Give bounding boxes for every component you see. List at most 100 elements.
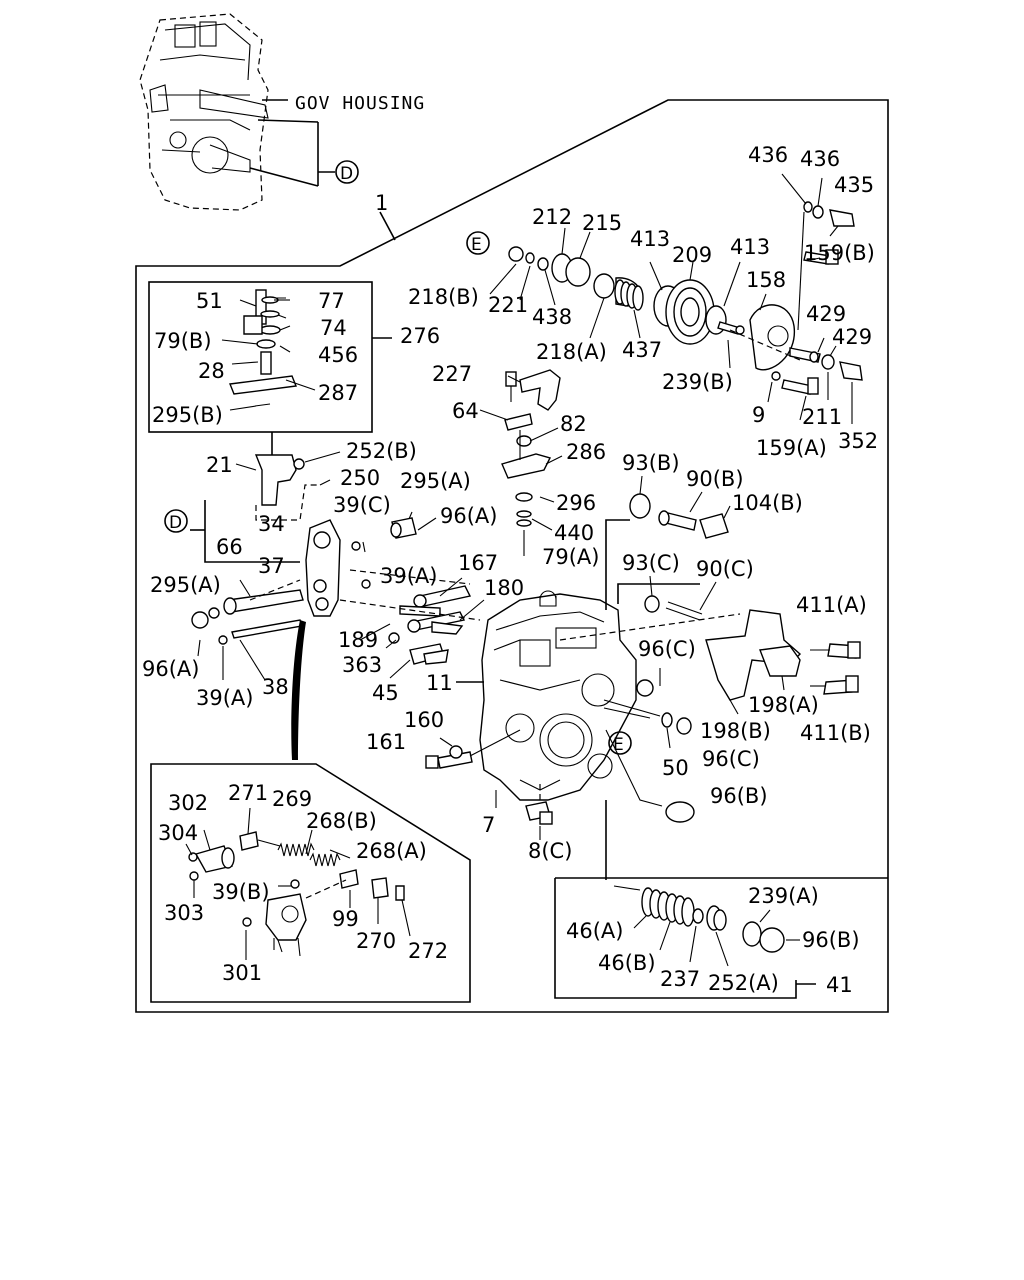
label-429a: 429: [806, 302, 846, 326]
label-39b: 39(B): [212, 880, 270, 904]
label-198b: 198(B): [700, 719, 771, 743]
flyweight-209: [665, 279, 715, 345]
label-456: 456: [318, 343, 358, 367]
label-237: 237: [660, 967, 700, 991]
label-352: 352: [838, 429, 878, 453]
label-37: 37: [258, 554, 285, 578]
label-46b: 46(B): [598, 951, 656, 975]
connector-curve: [291, 620, 306, 760]
label-99: 99: [332, 907, 359, 931]
label-438: 438: [532, 305, 572, 329]
ref-marker-d-top: D: [335, 160, 359, 184]
label-250: 250: [340, 466, 380, 490]
label-218a: 218(A): [536, 340, 607, 364]
label-272: 272: [408, 939, 448, 963]
label-160: 160: [404, 708, 444, 732]
label-411a: 411(A): [796, 593, 867, 617]
label-198a: 198(A): [748, 693, 819, 717]
label-159a: 159(A): [756, 436, 827, 460]
flyweight-parts: E: [466, 173, 863, 424]
svg-text:E: E: [613, 735, 624, 755]
label-161: 161: [366, 730, 406, 754]
label-269: 269: [272, 787, 312, 811]
label-271: 271: [228, 781, 268, 805]
label-435: 435: [834, 173, 874, 197]
label-301: 301: [222, 961, 262, 985]
label-158: 158: [746, 268, 786, 292]
label-212: 212: [532, 205, 572, 229]
inset-throttle-spring: [150, 763, 471, 1003]
spring-46: [641, 887, 695, 927]
lever-assembly: [235, 432, 341, 617]
svg-text:D: D: [169, 513, 182, 533]
spring-268b: [309, 852, 341, 867]
label-66: 66: [216, 535, 243, 559]
label-41: 41: [826, 973, 853, 997]
assembly-outline: [135, 99, 889, 1013]
label-180: 180: [484, 576, 524, 600]
label-45: 45: [372, 681, 399, 705]
gov-housing-caption: GOV HOUSING: [295, 93, 425, 114]
label-34: 34: [258, 512, 285, 536]
bracket-64: [501, 369, 561, 556]
spring-269: [277, 842, 315, 857]
label-104b: 104(B): [732, 491, 803, 515]
label-96c-2: 96(C): [702, 747, 760, 771]
label-239b: 239(B): [662, 370, 733, 394]
throttle-spring-parts: [185, 807, 411, 960]
label-295a-2: 295(A): [400, 469, 471, 493]
label-51: 51: [196, 289, 223, 313]
label-276: 276: [400, 324, 440, 348]
svg-text:E: E: [471, 235, 482, 255]
label-39a-2: 39(A): [380, 564, 437, 588]
label-413a: 413: [630, 227, 670, 251]
label-39c: 39(C): [333, 493, 391, 517]
inset-276: [148, 281, 373, 433]
label-11: 11: [426, 671, 453, 695]
label-436a: 436: [748, 143, 788, 167]
label-90c: 90(C): [696, 557, 754, 581]
shaft-parts: [190, 500, 304, 681]
label-286: 286: [566, 440, 606, 464]
spring-437: [614, 279, 644, 311]
label-74: 74: [320, 316, 347, 340]
bolt-161: [425, 729, 521, 769]
label-268b: 268(B): [306, 809, 377, 833]
label-38: 38: [262, 675, 289, 699]
label-96a-2: 96(A): [440, 504, 497, 528]
label-287: 287: [318, 381, 358, 405]
label-296: 296: [556, 491, 596, 515]
label-440: 440: [554, 521, 594, 545]
label-7: 7: [482, 813, 495, 837]
label-50: 50: [662, 756, 689, 780]
part-labels: 1 7 8(C) 9 11 21 28 34 37 38 39(A) 39(A)…: [142, 143, 878, 997]
label-28: 28: [198, 359, 225, 383]
label-21: 21: [206, 453, 233, 477]
label-270: 270: [356, 929, 396, 953]
label-239a: 239(A): [748, 884, 819, 908]
label-252b: 252(B): [346, 439, 417, 463]
bolt-8c: [495, 780, 553, 840]
label-437: 437: [622, 338, 662, 362]
label-436b: 436: [800, 147, 840, 171]
label-252a: 252(A): [708, 971, 779, 995]
svg-text:D: D: [340, 164, 353, 184]
label-96a-1: 96(A): [142, 657, 199, 681]
label-268a: 268(A): [356, 839, 427, 863]
label-189: 189: [338, 628, 378, 652]
label-218b: 218(B): [408, 285, 479, 309]
label-46a: 46(A): [566, 919, 623, 943]
label-1: 1: [375, 191, 388, 215]
label-303: 303: [164, 901, 204, 925]
label-64: 64: [452, 399, 479, 423]
label-211: 211: [802, 405, 842, 429]
label-8c: 8(C): [528, 839, 572, 863]
label-93c: 93(C): [622, 551, 680, 575]
label-221: 221: [488, 293, 528, 317]
label-167: 167: [458, 551, 498, 575]
label-215: 215: [582, 211, 622, 235]
label-302: 302: [168, 791, 208, 815]
center-left-parts: [339, 541, 481, 665]
right-side-parts: [559, 493, 861, 823]
